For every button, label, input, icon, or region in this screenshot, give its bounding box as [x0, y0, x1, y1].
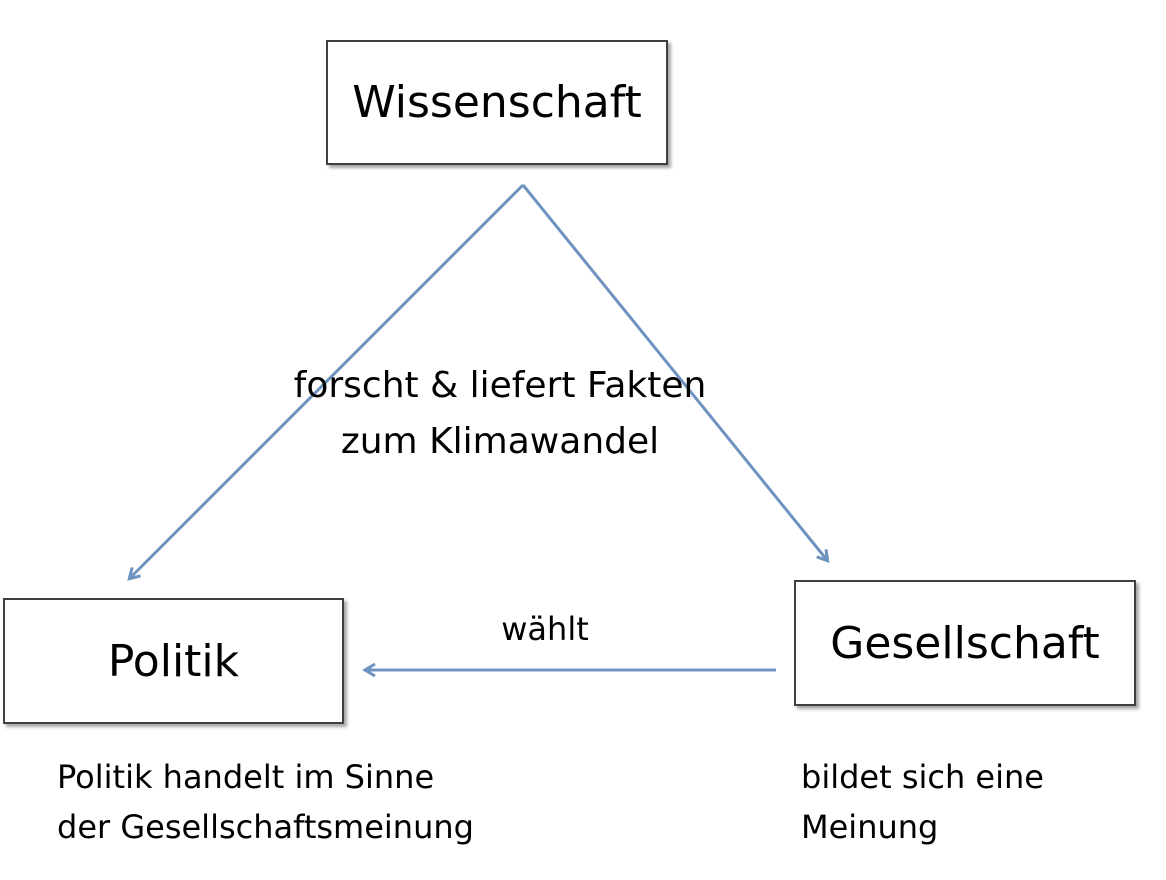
node-politik-label: Politik — [107, 635, 240, 687]
gesellschaft-note-line1: bildet sich eine — [801, 758, 1044, 796]
science-edge-label: forscht & liefert Fakten zum Klimawandel — [210, 358, 790, 470]
society-to-politics-label: wählt — [501, 610, 589, 648]
node-gesellschaft-label: Gesellschaft — [830, 617, 1100, 669]
science-edge-label-line1: forscht & liefert Fakten — [293, 365, 707, 406]
politik-note-line1: Politik handelt im Sinne — [57, 758, 435, 796]
science-edge-label-line2: zum Klimawandel — [340, 421, 660, 462]
node-wissenschaft: Wissenschaft — [326, 40, 668, 165]
gesellschaft-note-line2: Meinung — [801, 808, 939, 846]
node-politik: Politik — [3, 598, 344, 724]
politik-note: Politik handelt im Sinne der Gesellschaf… — [57, 752, 474, 852]
node-gesellschaft: Gesellschaft — [794, 580, 1136, 706]
gesellschaft-note: bildet sich eine Meinung — [801, 752, 1044, 852]
politik-note-line2: der Gesellschaftsmeinung — [57, 808, 474, 846]
node-wissenschaft-label: Wissenschaft — [352, 77, 642, 128]
